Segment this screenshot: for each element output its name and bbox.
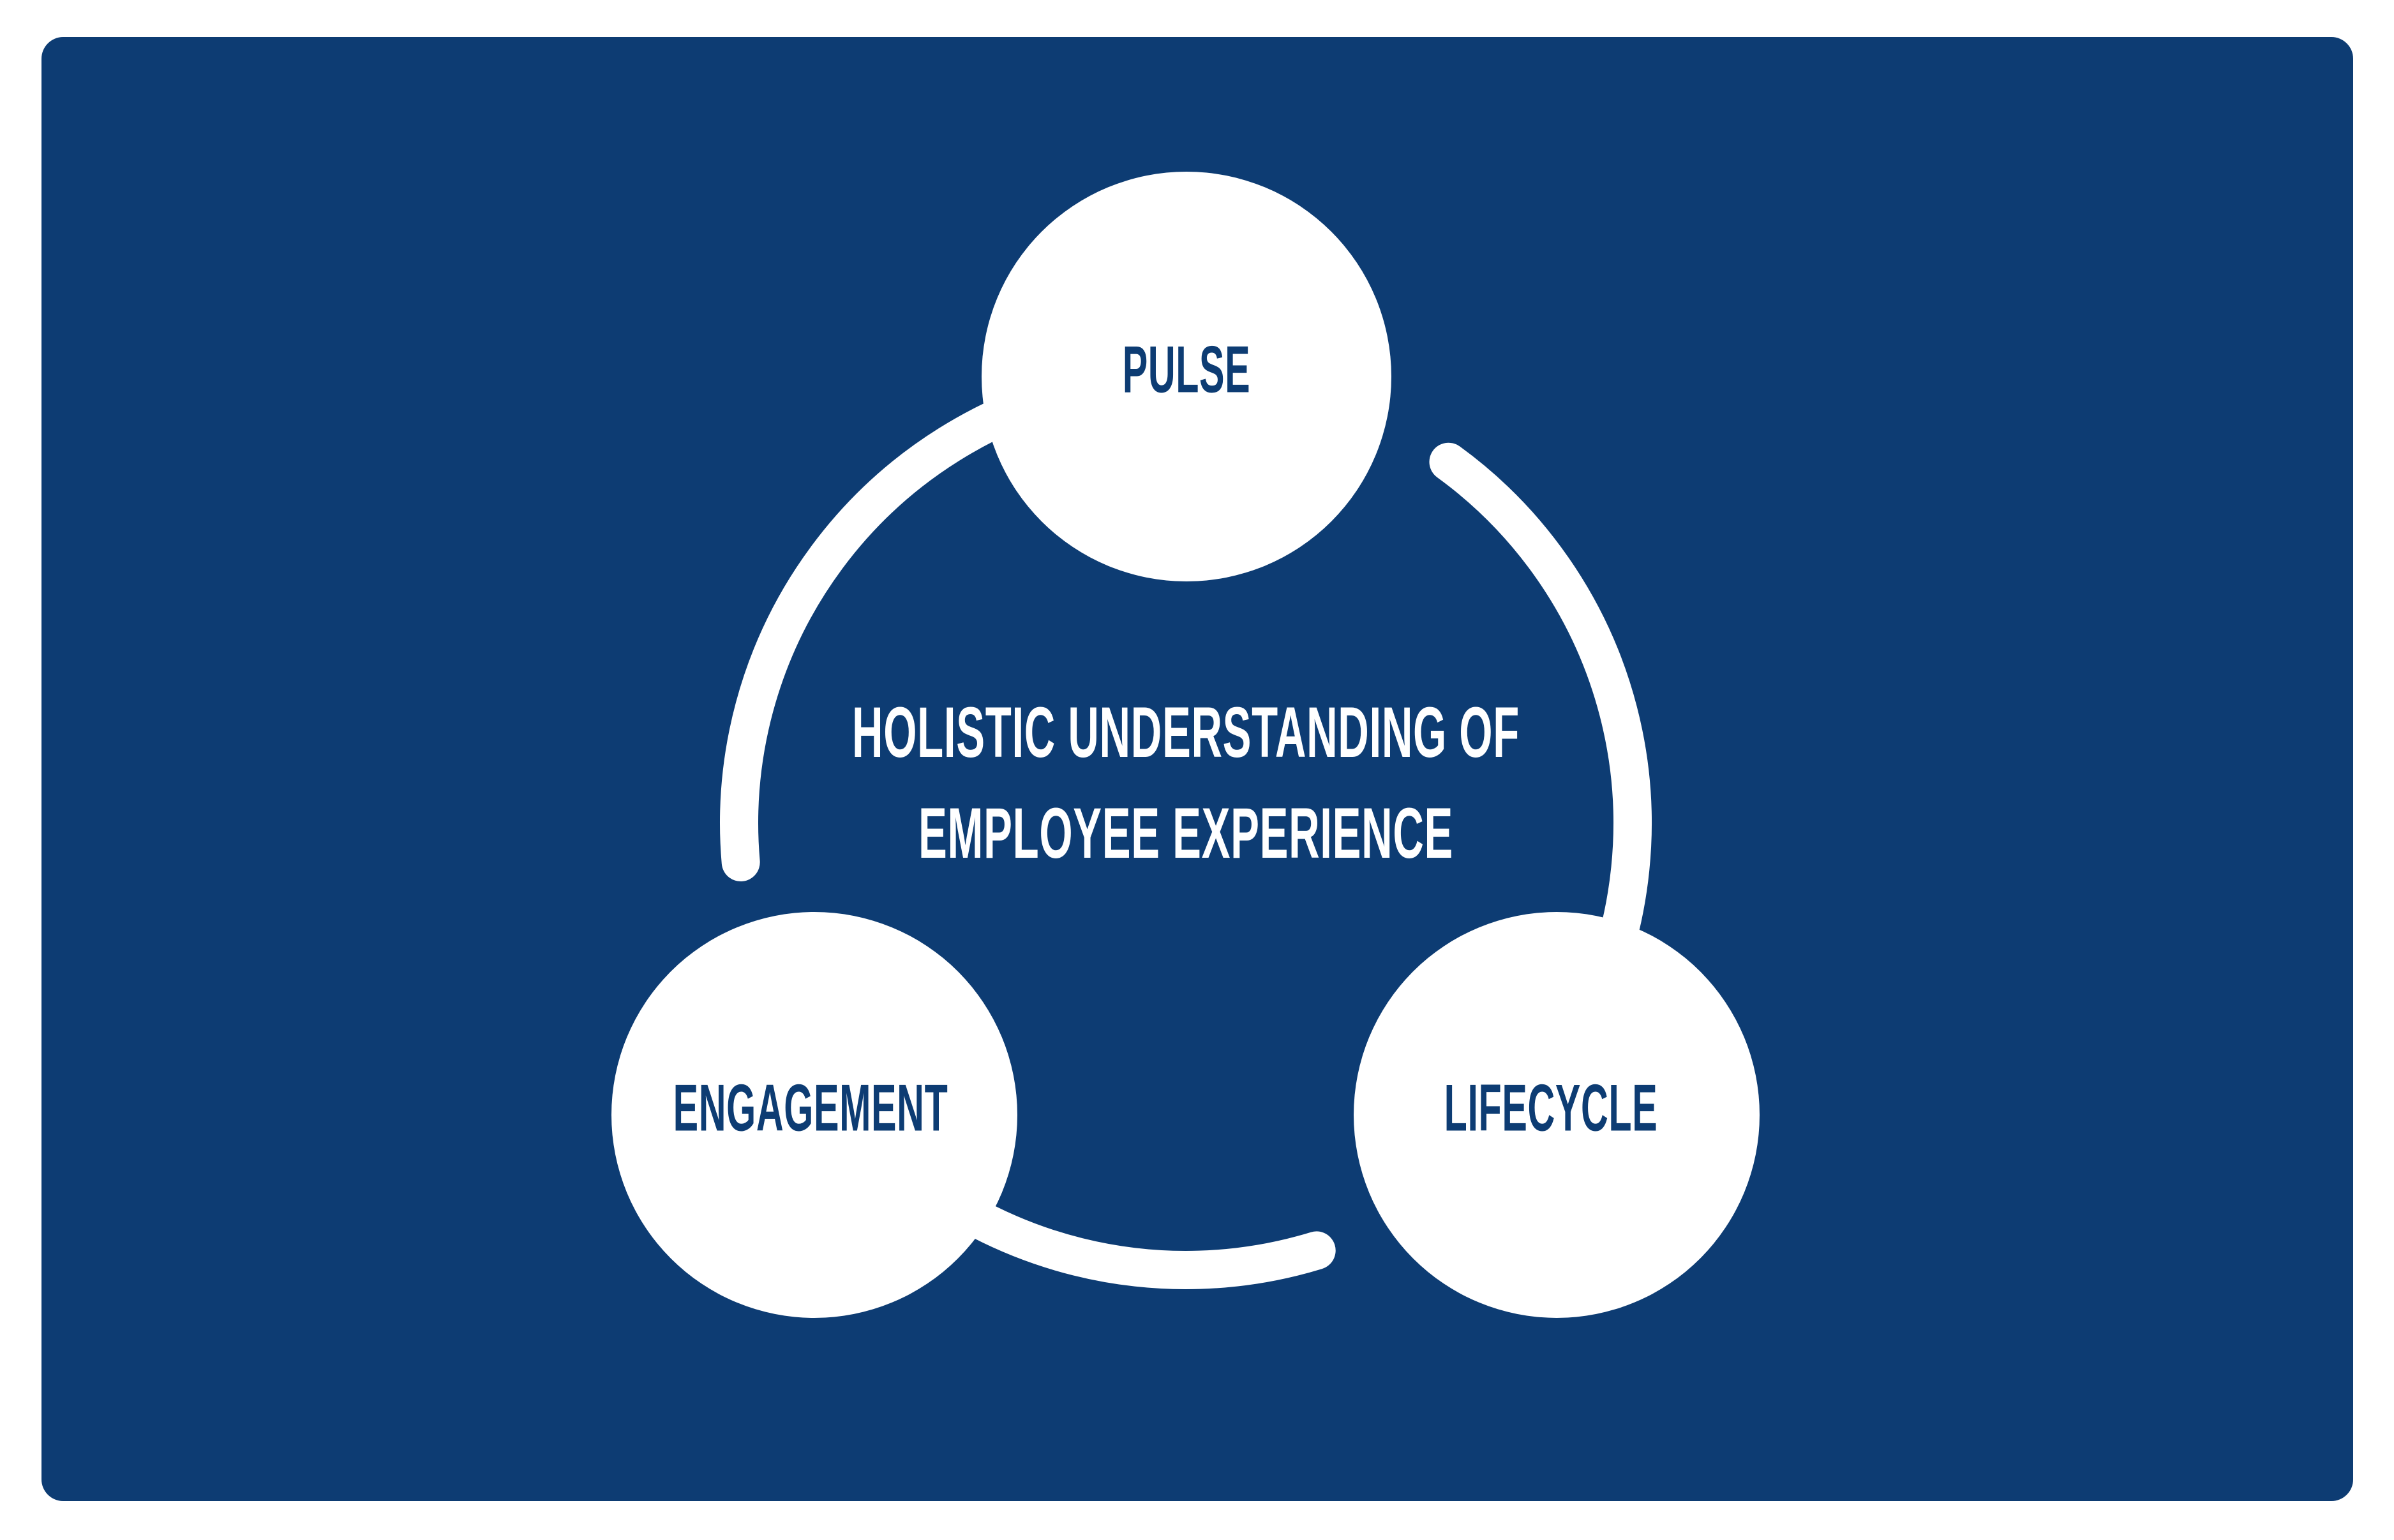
node-circle-pulse <box>982 172 1391 581</box>
node-circle-engagement <box>611 912 1017 1318</box>
center-caption-line-2: EMPLOYEE EXPERIENCE <box>918 793 1454 873</box>
node-label-lifecycle: LIFECYCLE <box>1444 1071 1658 1146</box>
node-circle-lifecycle <box>1354 912 1760 1318</box>
center-caption-line-1: HOLISTIC UNDERSTANDING OF <box>852 692 1520 772</box>
node-label-pulse: PULSE <box>1122 333 1251 407</box>
node-label-engagement: ENGAGEMENT <box>673 1071 948 1146</box>
center-caption: HOLISTIC UNDERSTANDING OF EMPLOYEE EXPER… <box>852 682 1520 884</box>
